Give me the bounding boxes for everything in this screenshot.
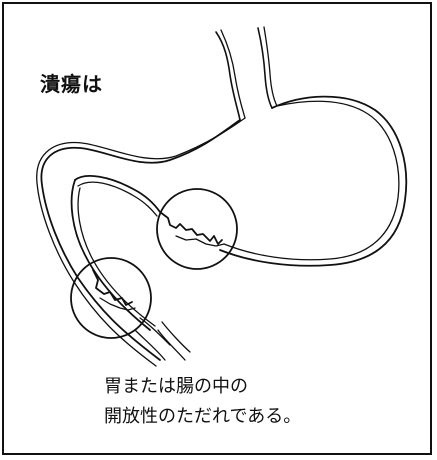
stomach-inner-wall — [70, 175, 191, 361]
upper-ulcer — [156, 188, 238, 270]
duodenum — [134, 317, 171, 361]
lower-ulcer — [70, 257, 152, 339]
stomach-outer-wall — [36, 95, 408, 367]
figure-frame: 潰瘍は — [2, 2, 432, 455]
figure-title: 潰瘍は — [40, 72, 103, 96]
caption: 胃または腸の中の 開放性のただれである。 — [104, 372, 301, 432]
caption-line-2: 開放性のただれである。 — [104, 406, 302, 427]
esophagus — [215, 26, 278, 121]
caption-line-1: 胃または腸の中の — [104, 376, 248, 397]
